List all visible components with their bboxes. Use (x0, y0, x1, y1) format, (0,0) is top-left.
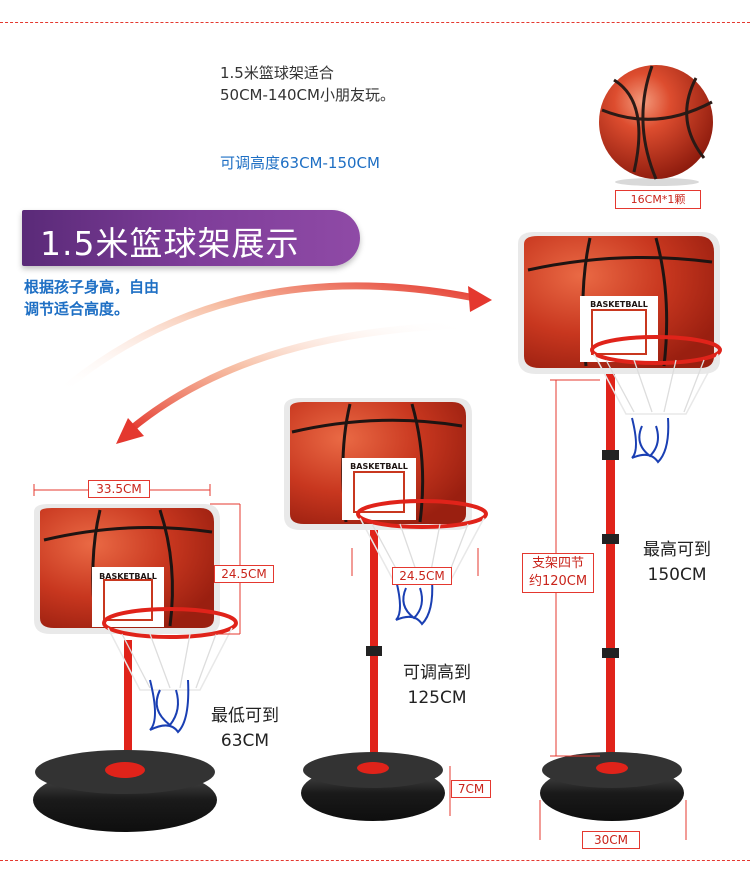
stand-high-caption-line-1: 最高可到 (643, 540, 711, 560)
stand-high-pole-label: 支架四节 约120CM (522, 553, 594, 593)
intro-line-2: 50CM-140CM小朋友玩。 (220, 86, 395, 104)
bottom-border (0, 860, 750, 861)
banner-title: 1.5米篮球架展示 (40, 224, 300, 263)
ball-size-label: 16CM*1颗 (615, 190, 701, 209)
stand-low-width-label: 33.5CM (88, 480, 150, 498)
stand-low-caption: 最低可到 63CM (200, 704, 290, 754)
section-banner: 1.5米篮球架展示 (22, 210, 360, 266)
side-note: 根据孩子身高，自由 调节适合高度。 (24, 276, 159, 320)
stand-mid-caption: 可调高到 125CM (392, 661, 482, 711)
stand-mid-rim-label: 24.5CM (392, 567, 452, 585)
stand-mid-caption-line-1: 可调高到 (403, 663, 471, 683)
intro-line-1: 1.5米篮球架适合 (220, 64, 334, 82)
adjustable-height-note: 可调高度63CM-150CM (220, 154, 380, 172)
down-arrow-icon (116, 321, 471, 444)
stand-low: BASKETBALL (33, 484, 241, 832)
side-note-line-1: 根据孩子身高，自由 (24, 278, 160, 296)
pole-label-line-1: 支架四节 (531, 556, 584, 571)
stand-high: BASKETBALL (518, 232, 722, 840)
stand-high-caption: 最高可到 150CM (632, 538, 722, 588)
stand-low-height-label: 24.5CM (214, 565, 274, 583)
top-border (0, 22, 750, 23)
stand-mid-board-text: BASKETBALL (350, 462, 408, 471)
stand-high-base-label: 30CM (582, 831, 640, 849)
side-note-line-2: 调节适合高度。 (24, 300, 130, 318)
stand-mid-caption-line-2: 125CM (407, 688, 467, 708)
stand-high-board-text: BASKETBALL (590, 300, 648, 309)
pole-label-line-2: 约120CM (528, 574, 588, 589)
stand-low-caption-line-1: 最低可到 (211, 706, 279, 726)
stand-high-caption-line-2: 150CM (647, 565, 707, 585)
stand-mid: BASKETBALL (284, 398, 488, 821)
stand-low-board-text: BASKETBALL (99, 572, 157, 581)
stand-mid-base-label: 7CM (451, 780, 491, 798)
basketball-image (592, 62, 722, 187)
up-arrow-icon (57, 282, 492, 395)
intro-text: 1.5米篮球架适合 50CM-140CM小朋友玩。 (220, 62, 395, 106)
stand-low-caption-line-2: 63CM (220, 731, 270, 751)
